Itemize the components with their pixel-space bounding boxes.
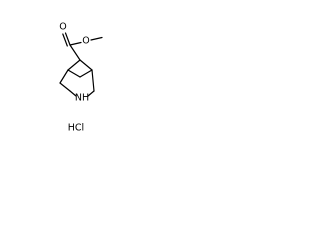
bond-nitrogen-c5 (87, 90, 95, 97)
bond-carbonyl-double-a (64, 32, 71, 46)
bond-c1-c2 (59, 69, 69, 84)
bond-c7-carbonyl (69, 44, 81, 61)
structure-drawing: O O NH HCl (59, 22, 103, 134)
carbonyl-oxygen-label: O (59, 22, 66, 33)
bond-c3-nitrogen (69, 90, 77, 97)
bond-c7-c4 (79, 59, 93, 71)
bond-c1-c6 (67, 69, 81, 78)
bond-carbonyl-ester-oxygen (69, 41, 82, 46)
bond-c6-c4 (79, 69, 93, 78)
molecule-diagram: O O NH HCl (0, 0, 152, 152)
amine-label: NH (75, 93, 89, 104)
bond-c7-c1 (67, 59, 81, 71)
bond-carbonyl-double-b (62, 33, 68, 47)
bond-c2-c3 (59, 82, 71, 92)
hcl-salt-label: HCl (68, 123, 84, 134)
bond-c5-c4 (91, 69, 95, 92)
bond-ester-oxygen-methyl (90, 36, 103, 41)
ester-oxygen-label: O (82, 36, 89, 47)
